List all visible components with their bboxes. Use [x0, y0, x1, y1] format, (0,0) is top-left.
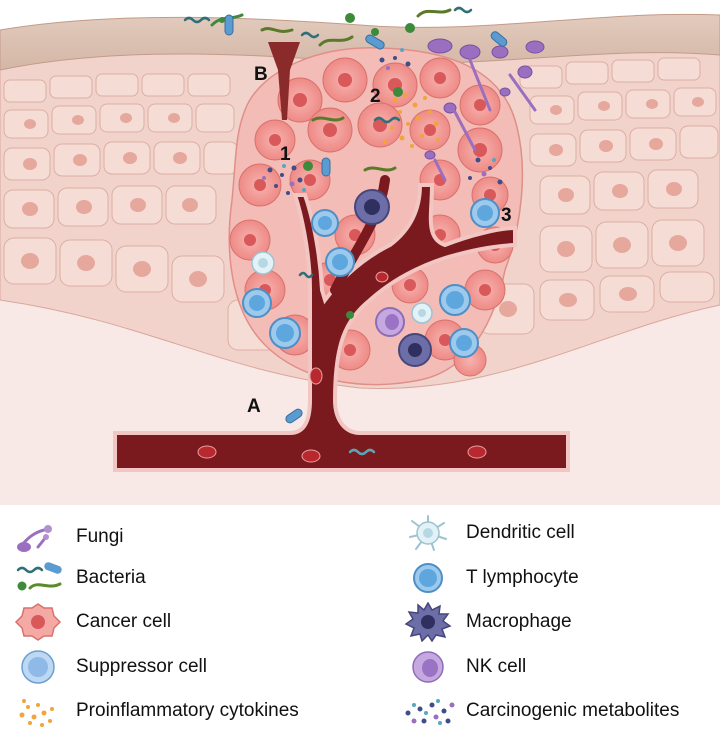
t-lymphocyte-icon: [413, 563, 443, 593]
legend-item-metabolites: Carcinogenic metabolites: [398, 691, 679, 731]
legend-label: Cancer cell: [76, 611, 172, 632]
dendritic-cell-icon: [409, 515, 447, 551]
cancer-cell-icon: [14, 603, 62, 641]
legend-label: Proinflammatory cytokines: [76, 700, 299, 721]
legend-item-dendritic-cell: Dendritic cell: [398, 513, 575, 553]
legend-label: T lymphocyte: [466, 567, 579, 588]
fungi-cluster: [424, 38, 545, 160]
marker-3: 3: [501, 205, 512, 226]
macrophage-icon: [404, 602, 452, 642]
metabolites-cluster: [262, 48, 503, 195]
nk-cell-icon: [412, 651, 444, 683]
epidermal-nuclei: [21, 97, 704, 317]
metabolites-icon: [405, 699, 455, 725]
bacteria-cocci: [219, 13, 415, 319]
legend-label: Suppressor cell: [76, 656, 207, 677]
legend-label: NK cell: [466, 656, 527, 677]
bacteria-rods: [224, 14, 508, 424]
marker-2: 2: [370, 86, 381, 107]
fungi-hyphae: [433, 58, 537, 182]
bacteria-icon: [16, 562, 62, 591]
legend-item-fungi: Fungi: [8, 517, 124, 557]
fungi-icon: [17, 525, 52, 552]
legend-label: Carcinogenic metabolites: [466, 700, 680, 721]
legend-label: Macrophage: [466, 611, 572, 632]
legend-item-suppressor-cell: Suppressor cell: [8, 647, 207, 687]
marker-a: A: [247, 396, 261, 417]
marker-1: 1: [280, 144, 291, 165]
legend-item-cancer-cell: Cancer cell: [8, 602, 171, 642]
legend-item-t-lymphocyte: T lymphocyte: [398, 558, 579, 598]
legend-item-macrophage: Macrophage: [398, 602, 572, 642]
legend-item-bacteria: Bacteria: [8, 558, 146, 598]
legend-label: Bacteria: [76, 567, 146, 588]
skin-surface-layer: [0, 13, 720, 71]
blood-vessel: [113, 175, 570, 472]
suppressor-cell-icon: [21, 650, 55, 684]
cytokines-cluster: [383, 93, 440, 148]
legend-item-cytokines: Proinflammatory cytokines: [8, 691, 299, 731]
marker-b: B: [254, 64, 268, 85]
tumor-microenvironment-illustration: A B 1 2 3: [0, 6, 720, 505]
legend-label: Dendritic cell: [466, 522, 575, 543]
skin-breach: [268, 42, 300, 120]
legend: Fungi Bacteria Cancer cell Suppressor ce…: [0, 505, 720, 734]
bacteria-cluster: [183, 6, 473, 456]
immune-cells: [242, 189, 500, 367]
legend-label: Fungi: [76, 526, 124, 547]
cytokines-icon: [19, 699, 54, 727]
legend-item-nk-cell: NK cell: [398, 647, 526, 687]
